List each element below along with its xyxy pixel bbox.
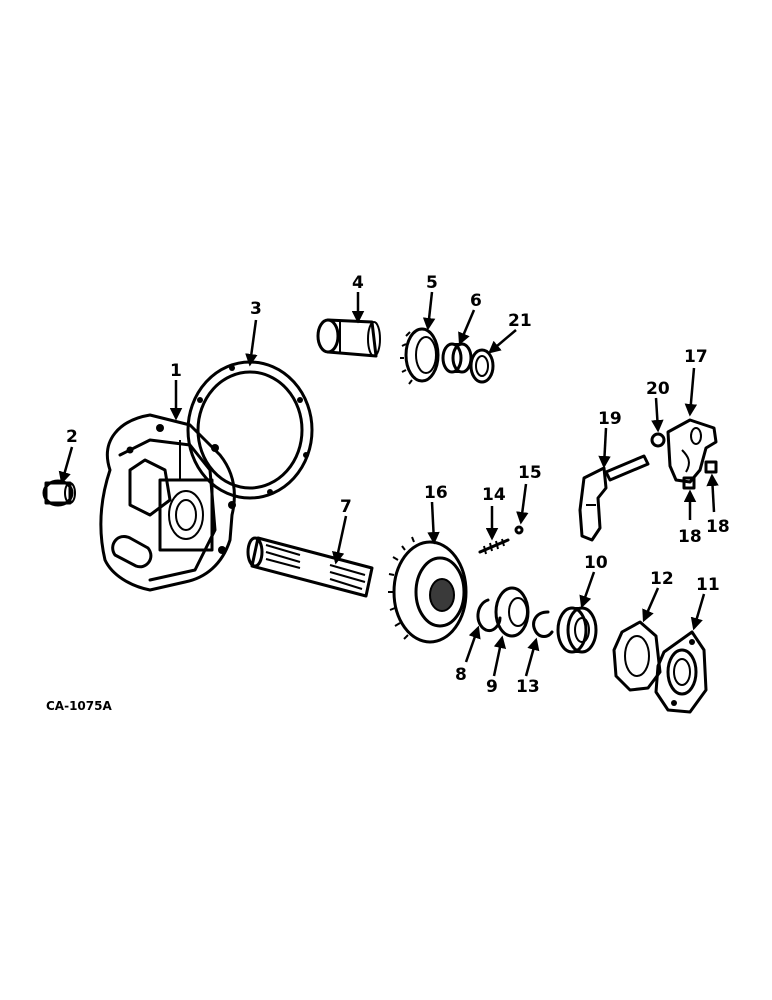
leader-2 xyxy=(58,446,74,485)
leader-19 xyxy=(598,427,611,469)
leader-12 xyxy=(642,587,660,623)
callout-5: 5 xyxy=(426,273,438,293)
leader-3 xyxy=(245,319,258,367)
part-gear-5 xyxy=(400,327,440,385)
callout-20: 20 xyxy=(646,379,670,399)
part-splined-shaft-7 xyxy=(246,536,374,598)
leader-lines xyxy=(58,291,719,677)
callout-11: 11 xyxy=(696,575,720,595)
callout-14: 14 xyxy=(482,485,506,505)
part-bearing-2 xyxy=(42,479,76,507)
leader-10 xyxy=(579,571,596,609)
callout-12: 12 xyxy=(650,569,674,589)
leader-17 xyxy=(684,367,698,417)
callout-3: 3 xyxy=(250,299,262,319)
part-seal-10 xyxy=(556,606,598,654)
part-lever-19 xyxy=(578,466,608,542)
leader-15 xyxy=(516,483,529,525)
callout-18-right: 18 xyxy=(706,517,730,537)
leader-16 xyxy=(427,501,440,545)
leader-7 xyxy=(332,515,348,565)
part-pin-20 xyxy=(604,432,666,482)
part-bushing-6 xyxy=(441,342,473,374)
callout-2: 2 xyxy=(66,427,78,447)
part-ball-15 xyxy=(514,525,524,535)
part-gear-16 xyxy=(388,536,468,644)
figure-reference: CA-1075A xyxy=(46,699,112,713)
part-bearing-9 xyxy=(494,586,530,638)
part-fork-17 xyxy=(666,418,718,484)
callout-4: 4 xyxy=(352,273,364,293)
callout-labels: 1 2 3 4 5 6 7 8 9 10 11 12 13 14 15 16 1… xyxy=(66,273,730,697)
callout-7: 7 xyxy=(340,497,352,517)
callout-13: 13 xyxy=(516,677,540,697)
callout-21: 21 xyxy=(508,311,532,331)
part-shaft-4 xyxy=(316,318,381,358)
part-housing xyxy=(99,413,236,592)
leader-13 xyxy=(524,637,540,677)
leader-5 xyxy=(422,291,436,331)
part-pad-18-right xyxy=(704,460,718,474)
part-gasket-12 xyxy=(612,620,662,692)
callout-16: 16 xyxy=(424,483,448,503)
callout-1: 1 xyxy=(170,361,182,381)
part-pad-18-left xyxy=(682,476,696,490)
part-washer-21 xyxy=(469,348,495,384)
part-retainer-11 xyxy=(654,630,708,714)
part-pin-14 xyxy=(478,538,510,555)
callout-10: 10 xyxy=(584,553,608,573)
callout-19: 19 xyxy=(598,409,622,429)
leader-11 xyxy=(690,593,706,631)
leader-18b xyxy=(706,473,719,513)
callout-8: 8 xyxy=(455,665,467,685)
leader-20 xyxy=(651,397,664,433)
leader-8 xyxy=(464,625,481,663)
callout-17: 17 xyxy=(684,347,708,367)
callout-18-left: 18 xyxy=(678,527,702,547)
callout-6: 6 xyxy=(470,291,482,311)
leader-9 xyxy=(492,635,507,677)
part-snap-ring-13 xyxy=(532,610,554,638)
callout-9: 9 xyxy=(486,677,498,697)
leader-21 xyxy=(488,329,517,354)
part-gasket-3 xyxy=(186,360,314,500)
callout-15: 15 xyxy=(518,463,542,483)
leader-6 xyxy=(458,309,476,346)
